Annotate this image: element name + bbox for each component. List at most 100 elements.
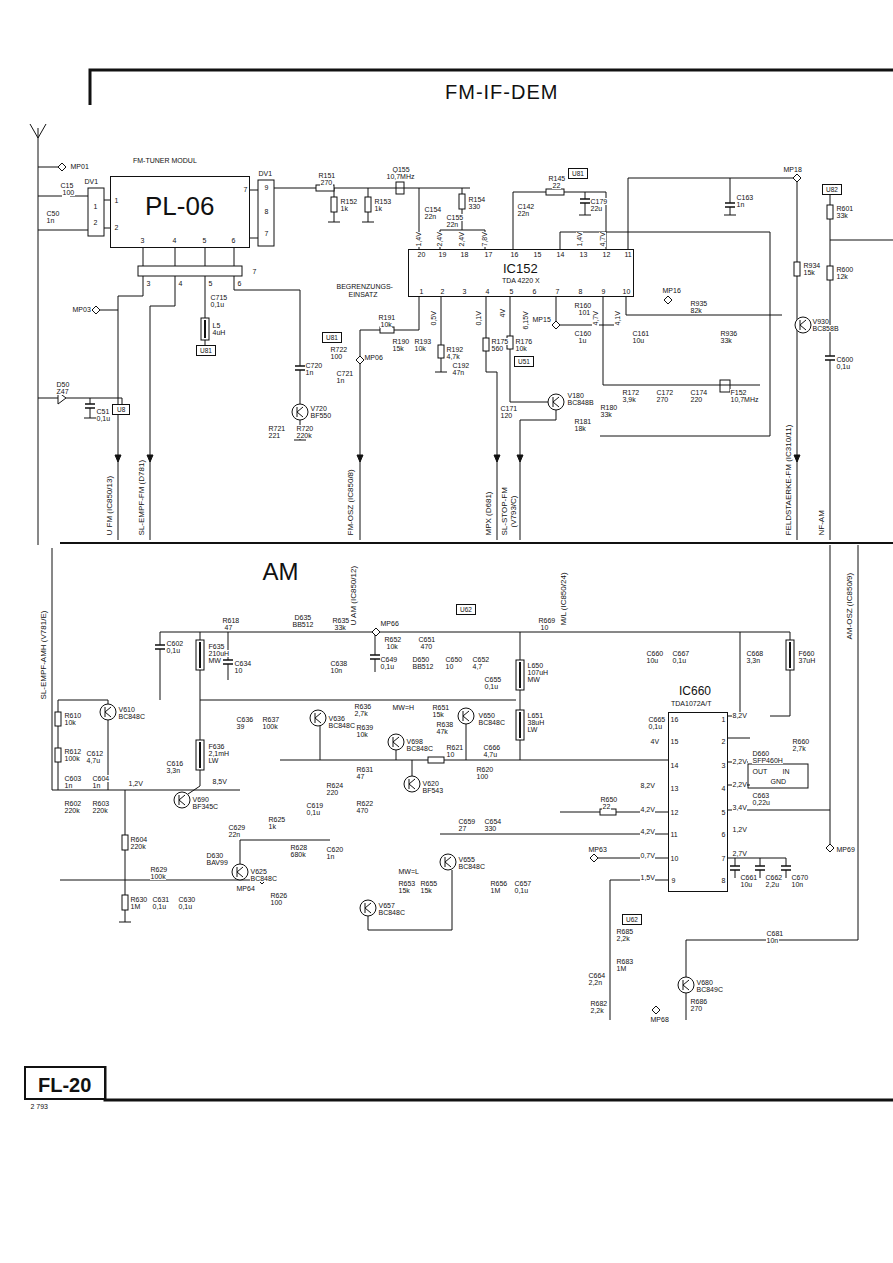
capacitor-symbol (825, 356, 835, 360)
component-label: 107uH (527, 669, 549, 676)
node-text: U82 (826, 187, 838, 194)
component-label: C667 (672, 650, 690, 657)
component-label: 4,7u (86, 757, 101, 764)
node-heading: FM-TUNER MODUL (133, 157, 197, 164)
component-label: C715 (210, 294, 228, 301)
component-label: F636 (208, 743, 225, 750)
component-label: C638 (330, 660, 348, 667)
component-label: 3,9k (622, 396, 636, 403)
component-label: R630 (130, 896, 148, 903)
component-label: 82k (690, 307, 702, 314)
wire (735, 858, 736, 866)
component-label: MW=H (392, 704, 415, 711)
component-label: BF543 (422, 787, 444, 794)
component-label: C616 (166, 760, 184, 767)
wire (280, 760, 428, 761)
wire (250, 238, 258, 239)
resistor-symbol (459, 194, 465, 209)
component-label: R624 (326, 782, 344, 789)
component-label: R652 (384, 636, 402, 643)
component-label: 6 (237, 280, 242, 287)
test-point (664, 296, 672, 304)
component-label: 10 (234, 667, 243, 674)
component-label: R154 (468, 196, 486, 203)
component-label: 1,5V (640, 874, 655, 881)
component-label: C51 (96, 408, 110, 415)
component-label: MW=L (398, 868, 419, 875)
test-point (793, 174, 801, 182)
wire (119, 922, 131, 923)
signal-arrow (494, 455, 500, 462)
component-label: R629 (150, 866, 168, 873)
node-text: U51 (518, 359, 530, 366)
component-label: R604 (130, 836, 148, 843)
capacitor-symbol (370, 655, 380, 659)
transistor-symbol (360, 900, 376, 916)
component-label: BC848C (250, 875, 277, 882)
component-label: 2,2k (616, 935, 630, 942)
component-label: 15 (670, 738, 679, 745)
wire (38, 196, 62, 197)
wire (760, 870, 761, 878)
component-label: 7 (721, 855, 726, 862)
component-label: 10k (414, 345, 426, 352)
section-label: AM (262, 560, 299, 584)
component-label: 3 (721, 762, 726, 769)
node-heading: TDA1072A/T (671, 700, 711, 707)
component-label: 10k (515, 345, 527, 352)
component-label: MP69 (836, 846, 855, 853)
component-label: C660 (646, 650, 664, 657)
component-label: R655 (420, 880, 438, 887)
component-label: 2,7k (792, 745, 806, 752)
component-label: 0,22u (752, 799, 771, 806)
component-label: R660 (792, 738, 810, 745)
component-label: 220k (64, 807, 80, 814)
voltage-label: 6,15V (522, 311, 529, 330)
wire (830, 195, 831, 205)
wire (830, 280, 831, 356)
component-label: 7 (555, 288, 560, 295)
component-label: OUT (752, 768, 768, 775)
component-label: 10 (670, 855, 679, 862)
component-label: R603 (92, 800, 110, 807)
component-label: D50 (56, 381, 70, 388)
transistor-body (683, 980, 689, 990)
voltage-label: 1,4V (576, 232, 583, 247)
component-label: 2 (93, 219, 98, 226)
component-label: 1M (130, 903, 141, 910)
signal-label: NF-AM (818, 510, 826, 536)
resistor-symbol (827, 266, 833, 280)
component-label: MP16 (662, 287, 681, 294)
inductor-symbol (516, 710, 524, 740)
component-label: DV1 (258, 170, 273, 177)
wire (175, 248, 176, 266)
component-label: C663 (752, 792, 770, 799)
component-label: 15k (398, 887, 410, 894)
component-label: C612 (86, 750, 104, 757)
component-label: 270 (320, 179, 333, 186)
component-label: 47 (356, 773, 365, 780)
test-point (356, 356, 364, 364)
node-text: U8 (117, 407, 125, 414)
component-label: MW (527, 676, 540, 683)
component-label: C154 (424, 206, 442, 213)
component-label: 9 (671, 877, 676, 884)
component-label: 220 (690, 396, 703, 403)
component-label: BC848C (378, 909, 405, 916)
component-label: V930 (812, 318, 829, 325)
component-label: 100 (330, 353, 343, 360)
resistor-symbol (122, 835, 128, 850)
signal-label: U FM (IC850/13) (106, 475, 114, 536)
component-label: R934 (803, 262, 821, 269)
wire (610, 880, 668, 1020)
transistor-body (237, 867, 243, 877)
inductor-symbol (196, 640, 204, 670)
component-label: 1 (93, 203, 98, 210)
component-label: 13 (670, 785, 679, 792)
component-label: C604 (92, 775, 110, 782)
signal-label: MPX (D681) (485, 491, 493, 536)
signal-arrow (794, 455, 800, 462)
component-label: C160 (574, 330, 592, 337)
component-label: L650 (527, 662, 544, 669)
component-label: C163 (736, 194, 754, 201)
